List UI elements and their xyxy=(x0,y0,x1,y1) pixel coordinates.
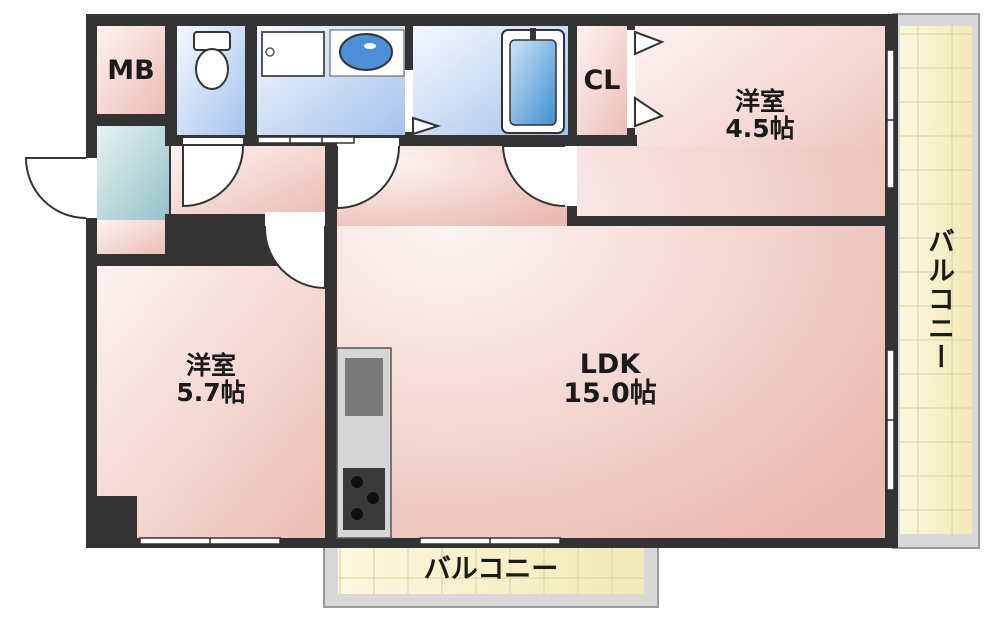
ldk-name: LDK xyxy=(579,349,641,380)
room-b-name: 洋室 xyxy=(185,351,236,380)
bathtub-fixture xyxy=(501,28,565,134)
mb-room xyxy=(97,26,165,114)
ldk-label: LDK 15.0帖 xyxy=(530,350,690,408)
entrance-step xyxy=(97,220,165,254)
closet-room xyxy=(577,26,627,135)
wall-room-a-bottom xyxy=(577,216,885,226)
ldk-size: 15.0帖 xyxy=(563,378,657,410)
doors xyxy=(24,30,665,290)
western-room-b-label: 洋室 5.7帖 xyxy=(131,352,291,406)
interior-walls xyxy=(86,14,637,548)
balcony-side xyxy=(892,13,980,549)
western-room-a-label: 洋室 4.5帖 xyxy=(680,88,840,142)
mb-label: MB xyxy=(107,55,155,86)
balcony-side-label: バルコニー xyxy=(923,226,954,372)
western-room-b xyxy=(97,266,325,538)
room-a-name: 洋室 xyxy=(734,87,785,116)
entrance xyxy=(97,126,169,220)
balcony-bottom-label: バルコニー xyxy=(423,554,559,585)
room-a-size: 4.5帖 xyxy=(725,114,795,143)
balcony-bottom xyxy=(323,539,659,608)
toilet-fixture xyxy=(193,31,231,90)
room-b-size: 5.7帖 xyxy=(176,378,246,407)
windows xyxy=(139,49,895,545)
kitchen-counter xyxy=(336,347,392,539)
pillar xyxy=(97,496,137,538)
cl-label: CL xyxy=(583,65,621,96)
washer-fixture xyxy=(261,31,325,77)
sink-fixture xyxy=(329,29,405,77)
